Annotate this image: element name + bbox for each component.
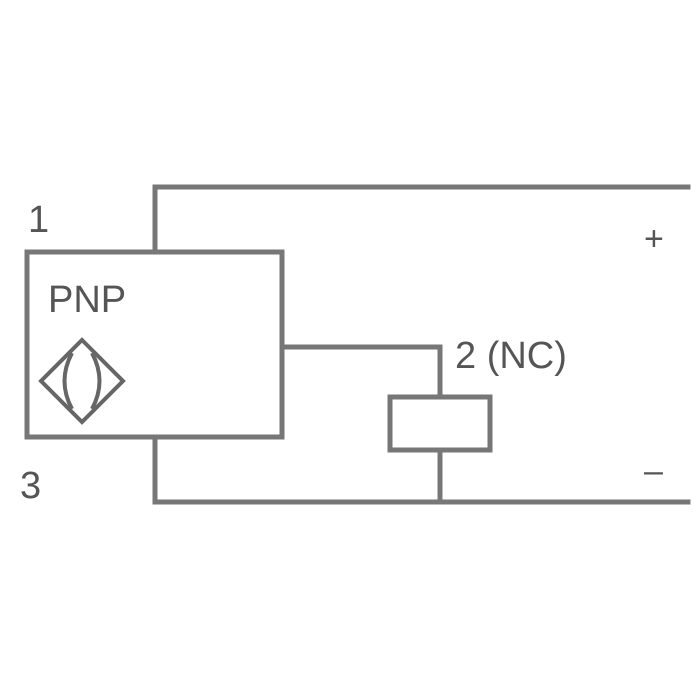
sensor-type-label: PNP — [48, 279, 126, 321]
output-wire — [279, 344, 443, 400]
pin-3-label: 3 — [20, 465, 41, 507]
negative-terminal-label: – — [644, 452, 663, 490]
pin-2-label: 2 (NC) — [455, 335, 567, 377]
inductive-sensor-icon — [38, 337, 126, 425]
positive-terminal-label: + — [644, 220, 664, 258]
pin-1-label: 1 — [28, 199, 49, 241]
sensor-body — [24, 249, 285, 440]
positive-supply-wire — [152, 184, 691, 255]
load-coil — [387, 394, 493, 453]
negative-supply-wire — [152, 434, 691, 505]
